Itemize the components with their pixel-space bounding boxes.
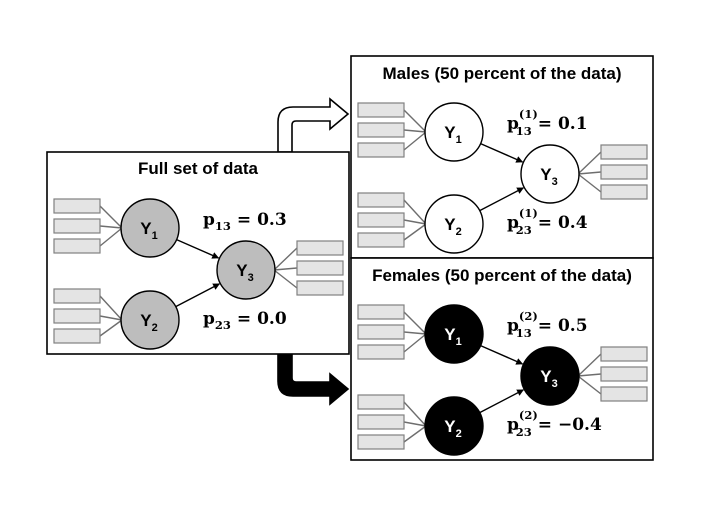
indicator-box-y2-2 bbox=[357, 414, 405, 430]
indicator-box-y3-2 bbox=[296, 260, 344, 276]
split-arrow-to-males bbox=[277, 97, 350, 153]
indicator-box-y1-2 bbox=[53, 218, 101, 234]
loading-line bbox=[403, 331, 427, 335]
indicator-box-y2-3 bbox=[357, 434, 405, 450]
indicator-box-y3-1 bbox=[296, 240, 344, 256]
split-arrow-to-females bbox=[277, 353, 350, 406]
indicator-box-y1-3 bbox=[357, 142, 405, 158]
loading-line bbox=[99, 225, 123, 229]
indicator-box-y3-1 bbox=[600, 346, 648, 362]
indicator-box-y1-1 bbox=[357, 102, 405, 118]
node-y3 bbox=[216, 240, 276, 300]
females-panel-title: Females (50 percent of the data) bbox=[372, 266, 632, 285]
loading-line bbox=[403, 109, 427, 133]
coef-label-p23: p23= 0.0 bbox=[203, 309, 287, 332]
node-y2 bbox=[424, 194, 484, 254]
indicator-box-y3-2 bbox=[600, 164, 648, 180]
loading-line bbox=[99, 227, 123, 247]
node-y1-label: Y1 bbox=[140, 219, 157, 242]
loading-line bbox=[577, 375, 602, 395]
loading-line bbox=[403, 401, 427, 427]
coef-label-p13: p(2)13= 0.5 bbox=[507, 309, 588, 340]
loading-line bbox=[403, 425, 427, 443]
node-y3-label: Y3 bbox=[236, 261, 253, 284]
coef-label-p23: p(1)23= 0.4 bbox=[507, 206, 588, 237]
node-y1 bbox=[120, 198, 180, 258]
node-y1-label: Y1 bbox=[444, 123, 461, 146]
indicator-box-y1-2 bbox=[357, 122, 405, 138]
loading-line bbox=[577, 173, 602, 193]
loading-line bbox=[99, 319, 123, 337]
path-arrow-y2-to-y3 bbox=[479, 389, 525, 414]
loading-line bbox=[403, 223, 427, 241]
indicator-box-y1-1 bbox=[357, 304, 405, 320]
loading-line bbox=[273, 247, 298, 271]
node-y1-label: Y1 bbox=[444, 325, 461, 348]
indicator-box-y2-1 bbox=[357, 192, 405, 208]
node-y3-label: Y3 bbox=[540, 165, 557, 188]
loading-line bbox=[99, 315, 123, 321]
node-y3 bbox=[520, 346, 580, 406]
loading-line bbox=[403, 219, 427, 225]
loading-line bbox=[577, 171, 602, 175]
indicator-box-y3-3 bbox=[600, 386, 648, 402]
indicator-box-y1-2 bbox=[357, 324, 405, 340]
node-y3-label: Y3 bbox=[540, 367, 557, 390]
full-data-panel-title: Full set of data bbox=[138, 159, 259, 178]
loading-line bbox=[273, 269, 298, 289]
loading-line bbox=[577, 353, 602, 377]
path-arrow-y1-to-y3 bbox=[480, 344, 524, 365]
loading-line bbox=[577, 151, 602, 175]
indicator-box-y3-1 bbox=[600, 144, 648, 160]
loading-line bbox=[99, 205, 123, 229]
node-y2-label: Y2 bbox=[444, 215, 461, 238]
loading-line bbox=[403, 421, 427, 427]
node-y2 bbox=[424, 396, 484, 456]
node-y1 bbox=[424, 102, 484, 162]
node-y2-label: Y2 bbox=[140, 311, 157, 334]
indicator-box-y1-1 bbox=[53, 198, 101, 214]
indicator-box-y2-2 bbox=[357, 212, 405, 228]
indicator-box-y2-1 bbox=[53, 288, 101, 304]
indicator-box-y2-3 bbox=[357, 232, 405, 248]
loading-line bbox=[403, 199, 427, 225]
loading-line bbox=[577, 373, 602, 377]
indicator-box-y3-3 bbox=[600, 184, 648, 200]
node-y1 bbox=[424, 304, 484, 364]
path-arrow-y1-to-y3 bbox=[176, 238, 220, 259]
indicator-box-y2-2 bbox=[53, 308, 101, 324]
node-y3 bbox=[520, 144, 580, 204]
indicator-box-y3-3 bbox=[296, 280, 344, 296]
path-arrow-y2-to-y3 bbox=[479, 187, 525, 212]
indicator-box-y1-3 bbox=[357, 344, 405, 360]
loading-line bbox=[99, 295, 123, 321]
males-panel-title: Males (50 percent of the data) bbox=[382, 64, 621, 83]
indicator-box-y1-3 bbox=[53, 238, 101, 254]
loading-line bbox=[403, 131, 427, 151]
indicator-box-y2-1 bbox=[357, 394, 405, 410]
loading-line bbox=[273, 267, 298, 271]
node-y2-label: Y2 bbox=[444, 417, 461, 440]
loading-line bbox=[403, 311, 427, 335]
path-arrow-y2-to-y3 bbox=[175, 283, 221, 308]
indicator-box-y3-2 bbox=[600, 366, 648, 382]
coef-label-p13: p13= 0.3 bbox=[203, 210, 287, 233]
indicator-box-y2-3 bbox=[53, 328, 101, 344]
node-y2 bbox=[120, 290, 180, 350]
loading-line bbox=[403, 129, 427, 133]
coef-label-p23: p(2)23= −0.4 bbox=[507, 408, 602, 439]
loading-line bbox=[403, 333, 427, 353]
coef-label-p13: p(1)13= 0.1 bbox=[507, 107, 588, 138]
path-arrow-y1-to-y3 bbox=[480, 142, 524, 163]
